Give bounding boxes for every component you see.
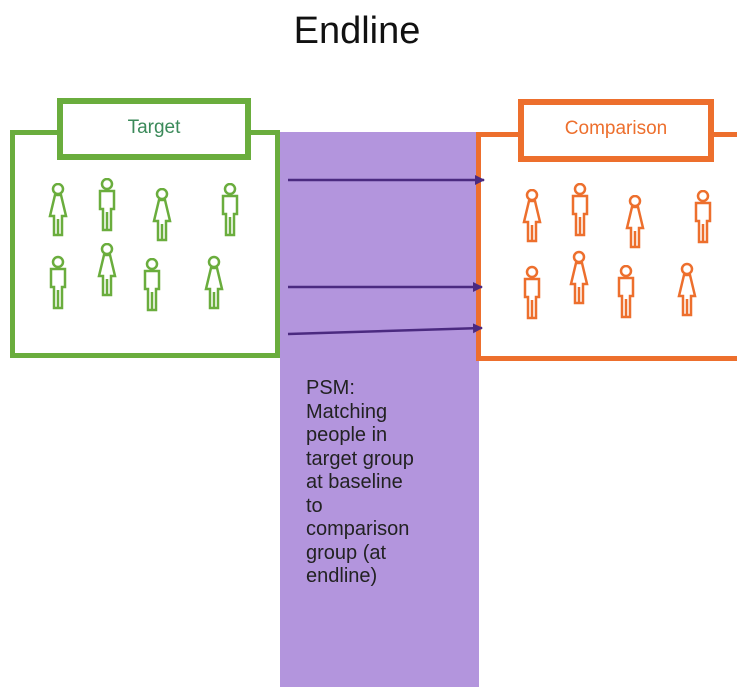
comparison-group-box (476, 132, 737, 361)
person-icon (49, 255, 67, 310)
person-icon (571, 183, 589, 237)
target-label: Target (57, 98, 251, 160)
person-icon (152, 188, 172, 242)
person-icon (617, 265, 635, 319)
person-icon (97, 243, 117, 297)
person-icon (98, 178, 116, 232)
target-people (48, 178, 239, 312)
person-icon (221, 183, 239, 237)
person-icon (48, 183, 68, 237)
matching-arrow (287, 323, 483, 336)
matching-arrows (287, 175, 485, 336)
target-group-box (10, 130, 280, 358)
person-icon (569, 250, 589, 305)
person-icon (677, 262, 697, 317)
person-icon (522, 189, 542, 243)
person-icon (523, 265, 541, 320)
person-icon (204, 255, 224, 310)
person-icon (625, 195, 645, 249)
psm-description: PSM: Matching people in target group at … (306, 377, 414, 587)
person-icon (143, 258, 161, 312)
person-icon (694, 190, 712, 244)
target-label-text: Target (127, 117, 181, 138)
comparison-label-text: Comparison (564, 118, 668, 139)
diagram-title: Endline (293, 10, 421, 52)
comparison-people (522, 183, 712, 320)
comparison-label: Comparison (518, 99, 714, 162)
psm-band (280, 132, 479, 687)
